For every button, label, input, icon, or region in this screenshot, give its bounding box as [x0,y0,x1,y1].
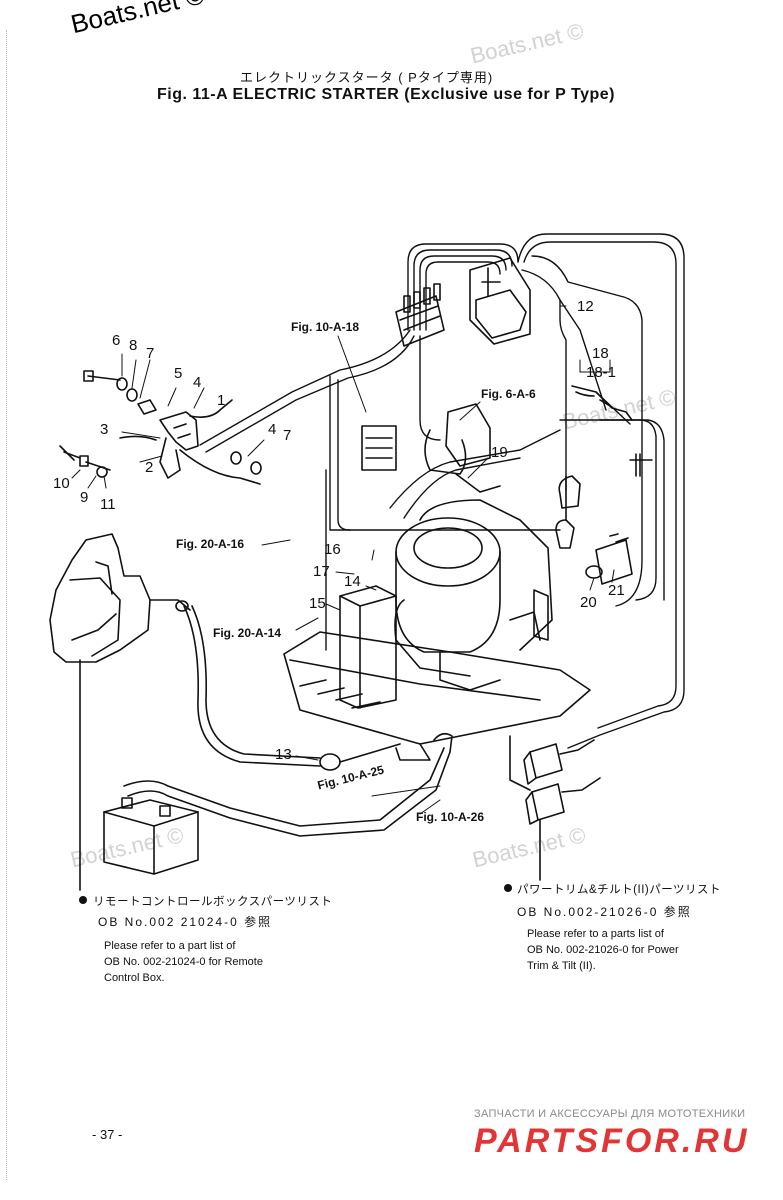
callout-10: 10 [53,475,70,492]
note-right-line-2: OB No. 002-21026-0 for Power [527,944,679,956]
page-number: - 37 - [92,1127,123,1142]
callout-14: 14 [344,573,361,590]
terminal-bracket [395,257,531,347]
callout-13: 13 [275,746,292,763]
trim-tilt-relays [509,735,601,881]
callout-1: 1 [217,392,226,409]
callout-7: 7 [146,345,155,362]
figref-10-a-26: Fig. 10-A-26 [416,810,485,824]
callout-2: 2 [145,459,154,476]
note-bullet [504,884,512,892]
figure-title-japanese: エレクトリックスタータ ( Pタイプ専用) [240,70,494,85]
ignition-coil-group [361,403,501,493]
battery [103,797,199,875]
starter-motor [339,585,397,709]
note-left-code: OB No.002 21024-0 参照 [98,915,273,929]
bracket-assembly [59,370,262,485]
remote-control-box [49,533,191,891]
callout-9: 9 [80,489,89,506]
note-right-japanese: パワートリム&チルト(II)パーツリスト [517,884,721,896]
note-right-line-1: Please refer to a parts list of [527,928,664,940]
callout-4: 4 [193,374,202,391]
note-bullet [79,896,87,904]
fuse-holder [571,385,641,477]
partsfor-tagline: ЗАПЧАСТИ И АКСЕССУАРЫ ДЛЯ МОТОТЕХНИКИ [474,1108,746,1120]
callout-16: 16 [324,541,341,558]
callout-11: 11 [100,496,116,513]
callout-21: 21 [608,582,625,599]
starter-relay [555,475,633,585]
partsfor-logo: PARTSFOR.RU [474,1122,750,1160]
callout-4-lower: 4 [268,421,277,438]
callout-18: 18 [592,345,609,362]
base-plate [283,631,591,761]
callout-18-1: 18-1 [586,364,617,381]
note-right-code: OB No.002-21026-0 参照 [517,905,692,919]
note-left-japanese: リモートコントロールボックスパーツリスト [93,896,333,908]
callout-19: 19 [491,444,508,461]
note-left-line-3: Control Box. [104,972,165,984]
scan-edge [6,30,8,1180]
engine-block [394,499,553,691]
figref-6-a-6: Fig. 6-A-6 [481,387,536,401]
callout-3: 3 [100,421,109,438]
callout-6: 6 [112,332,121,349]
callout-20: 20 [580,594,597,611]
battery-cable [123,605,453,837]
callout-12: 12 [577,298,594,315]
note-right-line-3: Trim & Tilt (II). [527,960,596,972]
callout-7-lower: 7 [283,427,292,444]
leader-lines [71,305,615,815]
figref-10-a-18: Fig. 10-A-18 [291,320,360,334]
callout-8: 8 [129,337,138,354]
note-left-line-1: Please refer to a part list of [104,940,236,952]
callout-15: 15 [309,595,326,612]
note-left-line-2: OB No. 002-21024-0 for Remote [104,956,263,968]
callout-5: 5 [174,365,183,382]
figref-20-a-14: Fig. 20-A-14 [213,626,282,640]
figref-20-a-16: Fig. 20-A-16 [176,537,245,551]
figure-title: Fig. 11-A ELECTRIC STARTER (Exclusive us… [157,86,615,103]
callout-17: 17 [313,563,330,580]
